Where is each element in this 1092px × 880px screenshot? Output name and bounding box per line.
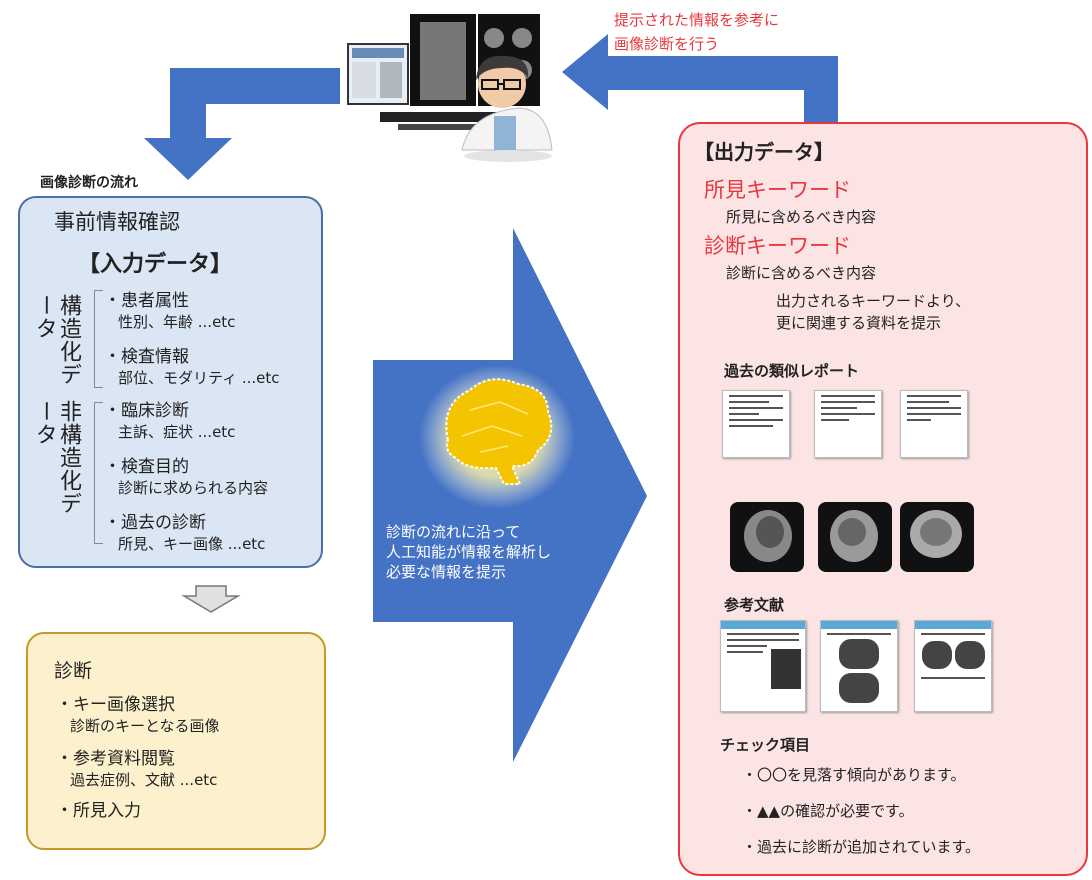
check-item: ・〇〇を見落す傾向があります。 <box>742 766 966 784</box>
gray-down-arrow-left <box>181 585 241 613</box>
diagnosis-item-detail: 過去症例、文献 ...etc <box>70 771 218 789</box>
present-line2: 更に関連する資料を提示 <box>776 314 942 332</box>
input-item: ・臨床診断 主訴、症状 ...etc <box>104 396 235 442</box>
left-elbow-arrow <box>144 68 340 180</box>
flow-label: 画像診断の流れ <box>40 175 138 191</box>
input-item: ・検査情報 部位、モダリティ ...etc <box>104 342 280 388</box>
diagnosis-item: ・参考資料閲覧 過去症例、文献 ...etc <box>56 744 217 790</box>
input-item-heading: ・患者属性 <box>104 291 189 311</box>
structured-bracket <box>94 290 103 388</box>
mri-image-thumbnail <box>818 502 892 572</box>
diagnosis-title: 診断 <box>54 660 93 682</box>
diagnosis-desc: 診断に含めるべき内容 <box>726 264 877 282</box>
finding-keyword: 所見キーワード <box>704 178 851 202</box>
input-item-heading: ・臨床診断 <box>104 401 189 421</box>
check-item: ・▲▲の確認が必要です。 <box>742 802 914 820</box>
input-item: ・検査目的 診断に求められる内容 <box>104 452 268 498</box>
diagnosis-item-heading: ・キー画像選択 <box>56 695 175 715</box>
doctor-icon <box>461 55 553 162</box>
structured-data-label: 構造化データ <box>32 294 81 386</box>
report-thumbnail <box>814 390 882 458</box>
center-text-line1: 診断の流れに沿って <box>386 523 521 541</box>
similar-reports-heading: 過去の類似レポート <box>724 362 860 380</box>
references-heading: 参考文献 <box>724 596 785 614</box>
brain-icon <box>419 365 575 509</box>
diagnosis-item-heading: ・所見入力 <box>56 801 141 821</box>
check-items-heading: チェック項目 <box>720 736 811 754</box>
check-item: ・過去に診断が追加されています。 <box>742 838 981 856</box>
input-item: ・過去の診断 所見、キー画像 ...etc <box>104 508 265 554</box>
input-item-heading: ・過去の診断 <box>104 513 206 533</box>
input-item-detail: 部位、モダリティ ...etc <box>118 369 280 387</box>
center-text-line3: 必要な情報を提示 <box>386 563 507 581</box>
diagnosis-box: 診断 ・キー画像選択 診断のキーとなる画像 ・参考資料閲覧 過去症例、文献 ..… <box>26 632 326 850</box>
mri-image-thumbnail <box>900 502 974 572</box>
right-elbow-arrow <box>562 34 838 124</box>
top-note-line1: 提示された情報を参考に <box>614 11 780 29</box>
top-note: 提示された情報を参考に 画像診断を行う <box>614 8 779 56</box>
input-item-detail: 診断に求められる内容 <box>118 479 269 497</box>
center-text-line2: 人工知能が情報を解析し <box>386 543 552 561</box>
input-item-heading: ・検査情報 <box>104 347 189 367</box>
input-box-title: 事前情報確認 <box>54 210 180 234</box>
input-box-subtitle: 【入力データ】 <box>78 252 233 277</box>
input-item: ・患者属性 性別、年齢 ...etc <box>104 286 235 332</box>
present-line1: 出力されるキーワードより、 <box>776 292 971 310</box>
input-item-detail: 性別、年齢 ...etc <box>118 313 236 331</box>
finding-desc: 所見に含めるべき内容 <box>726 208 877 226</box>
diagnosis-item: ・所見入力 <box>56 796 141 821</box>
center-arrow-text: 診断の流れに沿って 人工知能が情報を解析し 必要な情報を提示 <box>386 522 551 582</box>
input-item-detail: 所見、キー画像 ...etc <box>118 535 266 553</box>
diagnosis-item-detail: 診断のキーとなる画像 <box>70 717 220 735</box>
diagnosis-keyword: 診断キーワード <box>704 234 851 258</box>
output-data-box: 【出力データ】 所見キーワード 所見に含めるべき内容 診断キーワード 診断に含め… <box>678 122 1088 876</box>
output-box-title: 【出力データ】 <box>694 140 834 164</box>
input-item-heading: ・検査目的 <box>104 457 189 477</box>
report-thumbnail <box>722 390 790 458</box>
present-text: 出力されるキーワードより、 更に関連する資料を提示 <box>776 290 970 334</box>
reference-thumbnail <box>914 620 992 712</box>
diagnosis-item-heading: ・参考資料閲覧 <box>56 749 175 769</box>
reference-thumbnail <box>720 620 806 712</box>
report-thumbnail <box>900 390 968 458</box>
input-data-box: 事前情報確認 【入力データ】 構造化データ 非構造化データ ・患者属性 性別、年… <box>18 196 323 568</box>
diagnosis-item: ・キー画像選択 診断のキーとなる画像 <box>56 690 220 736</box>
unstructured-bracket <box>94 402 103 544</box>
reference-thumbnail <box>820 620 898 712</box>
top-note-line2: 画像診断を行う <box>614 35 720 53</box>
input-item-detail: 主訴、症状 ...etc <box>118 423 236 441</box>
unstructured-data-label: 非構造化データ <box>32 400 81 515</box>
mri-image-thumbnail <box>730 502 804 572</box>
